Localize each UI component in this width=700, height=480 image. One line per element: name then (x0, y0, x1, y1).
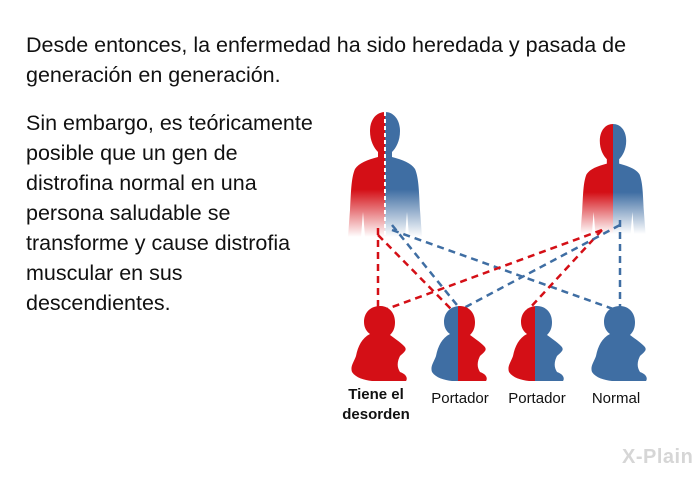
child-carrier-2-figure (508, 306, 564, 381)
inheritance-lines (376, 220, 622, 312)
inheritance-diagram (348, 112, 647, 381)
body-text: Sin embargo, es teóricamente posible que… (26, 111, 313, 315)
child-affected-figure (351, 306, 407, 381)
label-normal: Normal (591, 390, 641, 407)
child-normal-figure (591, 306, 647, 381)
label-carrier-1: Portador (431, 390, 489, 407)
xplain-logo: X-Plain (622, 446, 694, 468)
child-carrier-1-figure (431, 306, 487, 381)
parent-right-figure (580, 124, 646, 234)
intro-text: Desde entonces, la enfermedad ha sido he… (26, 33, 627, 87)
parent-left-figure (348, 112, 422, 237)
label-carrier-2: Portador (508, 390, 566, 407)
label-affected: Tiene el desorden (342, 386, 410, 423)
